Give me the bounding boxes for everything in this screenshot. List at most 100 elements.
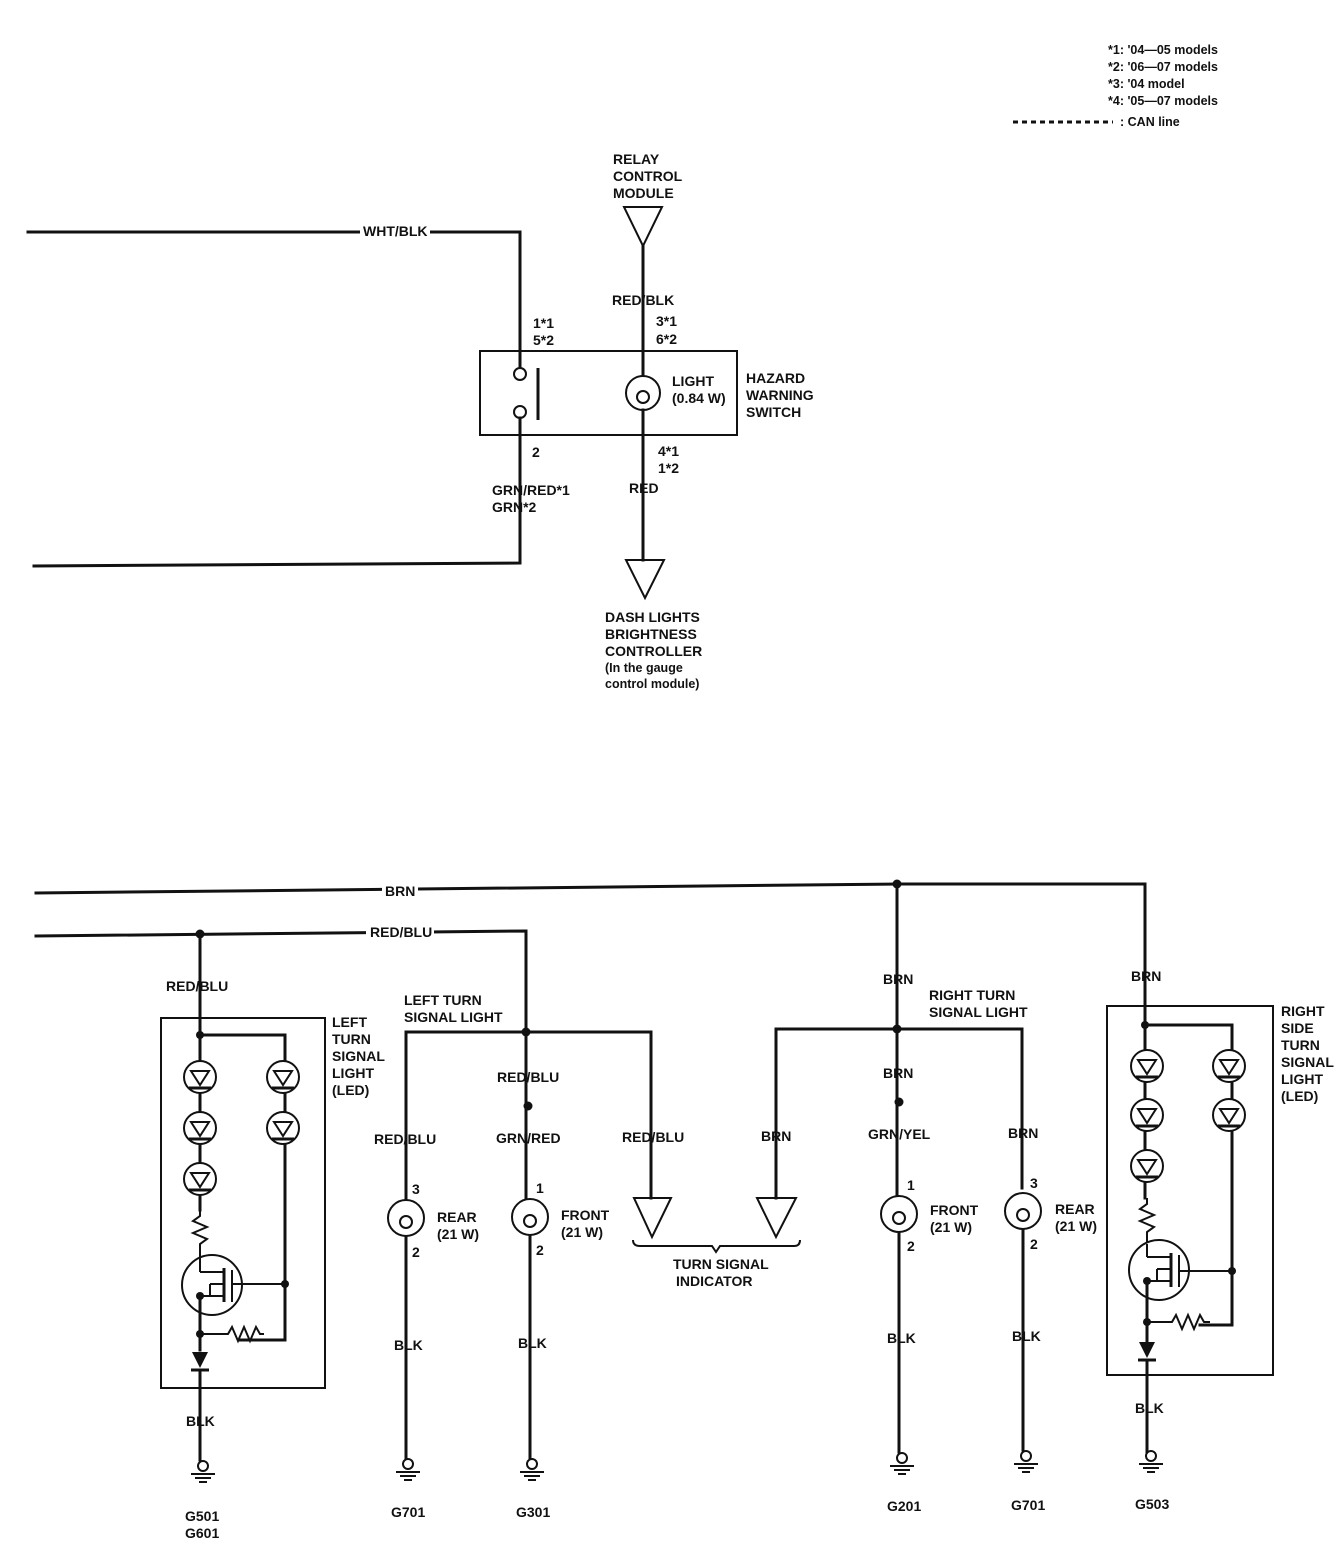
red-blu-bus-label: RED/BLU bbox=[370, 924, 432, 940]
left-led-label-5: (LED) bbox=[332, 1082, 369, 1098]
left-rear-pin-2: 2 bbox=[412, 1244, 420, 1260]
ground-g301-label: G301 bbox=[516, 1504, 550, 1520]
led-diode-icon bbox=[1212, 1098, 1246, 1132]
led-diode-icon bbox=[1130, 1049, 1164, 1083]
wire-label-bg bbox=[366, 922, 434, 940]
pin-light-bottom-2: 1*2 bbox=[658, 460, 679, 476]
dash-connector-triangle bbox=[624, 559, 666, 601]
left-turn-label-2: SIGNAL LIGHT bbox=[404, 1009, 503, 1025]
ground-g201-label: G201 bbox=[887, 1498, 921, 1514]
right-front-label: FRONT bbox=[930, 1202, 979, 1218]
right-front-pin-1: 1 bbox=[907, 1177, 915, 1193]
ground-icon bbox=[890, 1452, 914, 1475]
ground-g601-label: G601 bbox=[185, 1525, 219, 1541]
hazard-section: RELAY CONTROL MODULE RED/BLK 3*1 6*2 WHT… bbox=[26, 151, 814, 691]
relay-label-3: MODULE bbox=[613, 185, 674, 201]
wire-right-turn-split bbox=[774, 1027, 1024, 1200]
pin-light-bottom-1: 4*1 bbox=[658, 443, 679, 459]
right-led-label-6: (LED) bbox=[1281, 1088, 1318, 1104]
left-led-feed-label: RED/BLU bbox=[166, 978, 228, 994]
led-diode-icon bbox=[183, 1111, 217, 1145]
rear-bulb-icon bbox=[1004, 1192, 1042, 1230]
junction-dot bbox=[281, 1280, 289, 1288]
ground-g701-right-label: G701 bbox=[1011, 1497, 1045, 1513]
wire-grn-label: GRN*2 bbox=[492, 499, 537, 515]
indicator-label-1: TURN SIGNAL bbox=[673, 1256, 769, 1272]
pin-light-top-2: 6*2 bbox=[656, 331, 677, 347]
right-rear-brn-label: BRN bbox=[1008, 1125, 1038, 1141]
right-led-label-4: SIGNAL bbox=[1281, 1054, 1334, 1070]
right-rear-watt: (21 W) bbox=[1055, 1218, 1097, 1234]
left-led-label-4: LIGHT bbox=[332, 1065, 374, 1081]
right-front-brn-label: BRN bbox=[883, 1065, 913, 1081]
wire-label-bg bbox=[382, 882, 418, 900]
left-rear-blk-label: BLK bbox=[394, 1337, 423, 1353]
wire-red-label: RED bbox=[629, 480, 659, 496]
right-rear-pin-2: 2 bbox=[1030, 1236, 1038, 1252]
junction-dot bbox=[1228, 1267, 1236, 1275]
left-front-pin-1: 1 bbox=[536, 1180, 544, 1196]
left-led-label-1: LEFT bbox=[332, 1014, 367, 1030]
light-watt-label: (0.84 W) bbox=[672, 390, 726, 406]
left-led-right-branch bbox=[198, 1033, 287, 1342]
wire-grn-red bbox=[32, 416, 522, 568]
wire-wht-blk bbox=[26, 230, 522, 370]
note-1: *1: '04—05 models bbox=[1108, 43, 1218, 57]
left-front-grn-red-label: GRN/RED bbox=[496, 1130, 561, 1146]
ground-icon bbox=[520, 1458, 544, 1481]
switch-label-2: WARNING bbox=[746, 387, 814, 403]
left-led-box bbox=[160, 1017, 326, 1389]
junction-dot bbox=[894, 1097, 904, 1107]
left-led-label-3: SIGNAL bbox=[332, 1048, 385, 1064]
right-front-blk-label: BLK bbox=[887, 1330, 916, 1346]
right-rear-label: REAR bbox=[1055, 1201, 1095, 1217]
ground-icon bbox=[1014, 1450, 1038, 1473]
bulb-filament bbox=[636, 390, 651, 404]
left-led-label-2: TURN bbox=[332, 1031, 371, 1047]
dash-label-5: control module) bbox=[605, 677, 699, 691]
right-led-right-branch bbox=[1143, 1023, 1234, 1327]
led-diode-icon bbox=[1130, 1098, 1164, 1132]
hazard-light-bulb bbox=[625, 375, 661, 411]
turn-signal-section: BRN RED/BLU RED/BLU LEFT TURN SIGNAL LIG… bbox=[34, 879, 1334, 1541]
right-led-blk-label: BLK bbox=[1135, 1400, 1164, 1416]
led-diode-icon bbox=[266, 1060, 300, 1094]
ground-g501-label: G501 bbox=[185, 1508, 219, 1524]
ground-icon bbox=[396, 1458, 420, 1481]
wire-left-turn-split bbox=[404, 1030, 653, 1201]
ground-g503-label: G503 bbox=[1135, 1496, 1169, 1512]
pin-switch-bottom: 2 bbox=[532, 444, 540, 460]
right-rear-pin-3: 3 bbox=[1030, 1175, 1038, 1191]
relay-label-1: RELAY bbox=[613, 151, 660, 167]
transistor-icon bbox=[181, 1254, 285, 1316]
switch-contact-top bbox=[513, 367, 527, 381]
ground-icon bbox=[191, 1460, 215, 1483]
left-rear-pin-3: 3 bbox=[412, 1181, 420, 1197]
right-front-watt: (21 W) bbox=[930, 1219, 972, 1235]
relay-connector-triangle bbox=[622, 206, 664, 249]
right-rear-blk-label: BLK bbox=[1012, 1328, 1041, 1344]
dash-label-4: (In the gauge bbox=[605, 661, 683, 675]
right-led-box bbox=[1106, 1005, 1274, 1376]
note-can: : CAN line bbox=[1120, 115, 1180, 129]
light-label: LIGHT bbox=[672, 373, 714, 389]
diode-icon bbox=[192, 1352, 208, 1368]
diode-icon bbox=[1139, 1342, 1155, 1358]
left-front-pin-2: 2 bbox=[536, 1242, 544, 1258]
indicator-label-2: INDICATOR bbox=[676, 1273, 752, 1289]
wire-label-bg bbox=[360, 222, 430, 240]
note-3: *3: '04 model bbox=[1108, 77, 1185, 91]
indicator-left-triangle bbox=[632, 1197, 673, 1240]
right-led-label-5: LIGHT bbox=[1281, 1071, 1323, 1087]
led-diode-icon bbox=[1212, 1049, 1246, 1083]
right-turn-label-2: SIGNAL LIGHT bbox=[929, 1004, 1028, 1020]
left-front-label: FRONT bbox=[561, 1207, 610, 1223]
junction-dot bbox=[523, 1101, 533, 1111]
ground-icon bbox=[1139, 1450, 1163, 1473]
right-led-label-2: SIDE bbox=[1281, 1020, 1314, 1036]
dash-label-2: BRIGHTNESS bbox=[605, 626, 697, 642]
transistor-icon bbox=[1128, 1239, 1232, 1301]
led-diode-icon bbox=[183, 1162, 217, 1196]
right-front-pin-2: 2 bbox=[907, 1238, 915, 1254]
